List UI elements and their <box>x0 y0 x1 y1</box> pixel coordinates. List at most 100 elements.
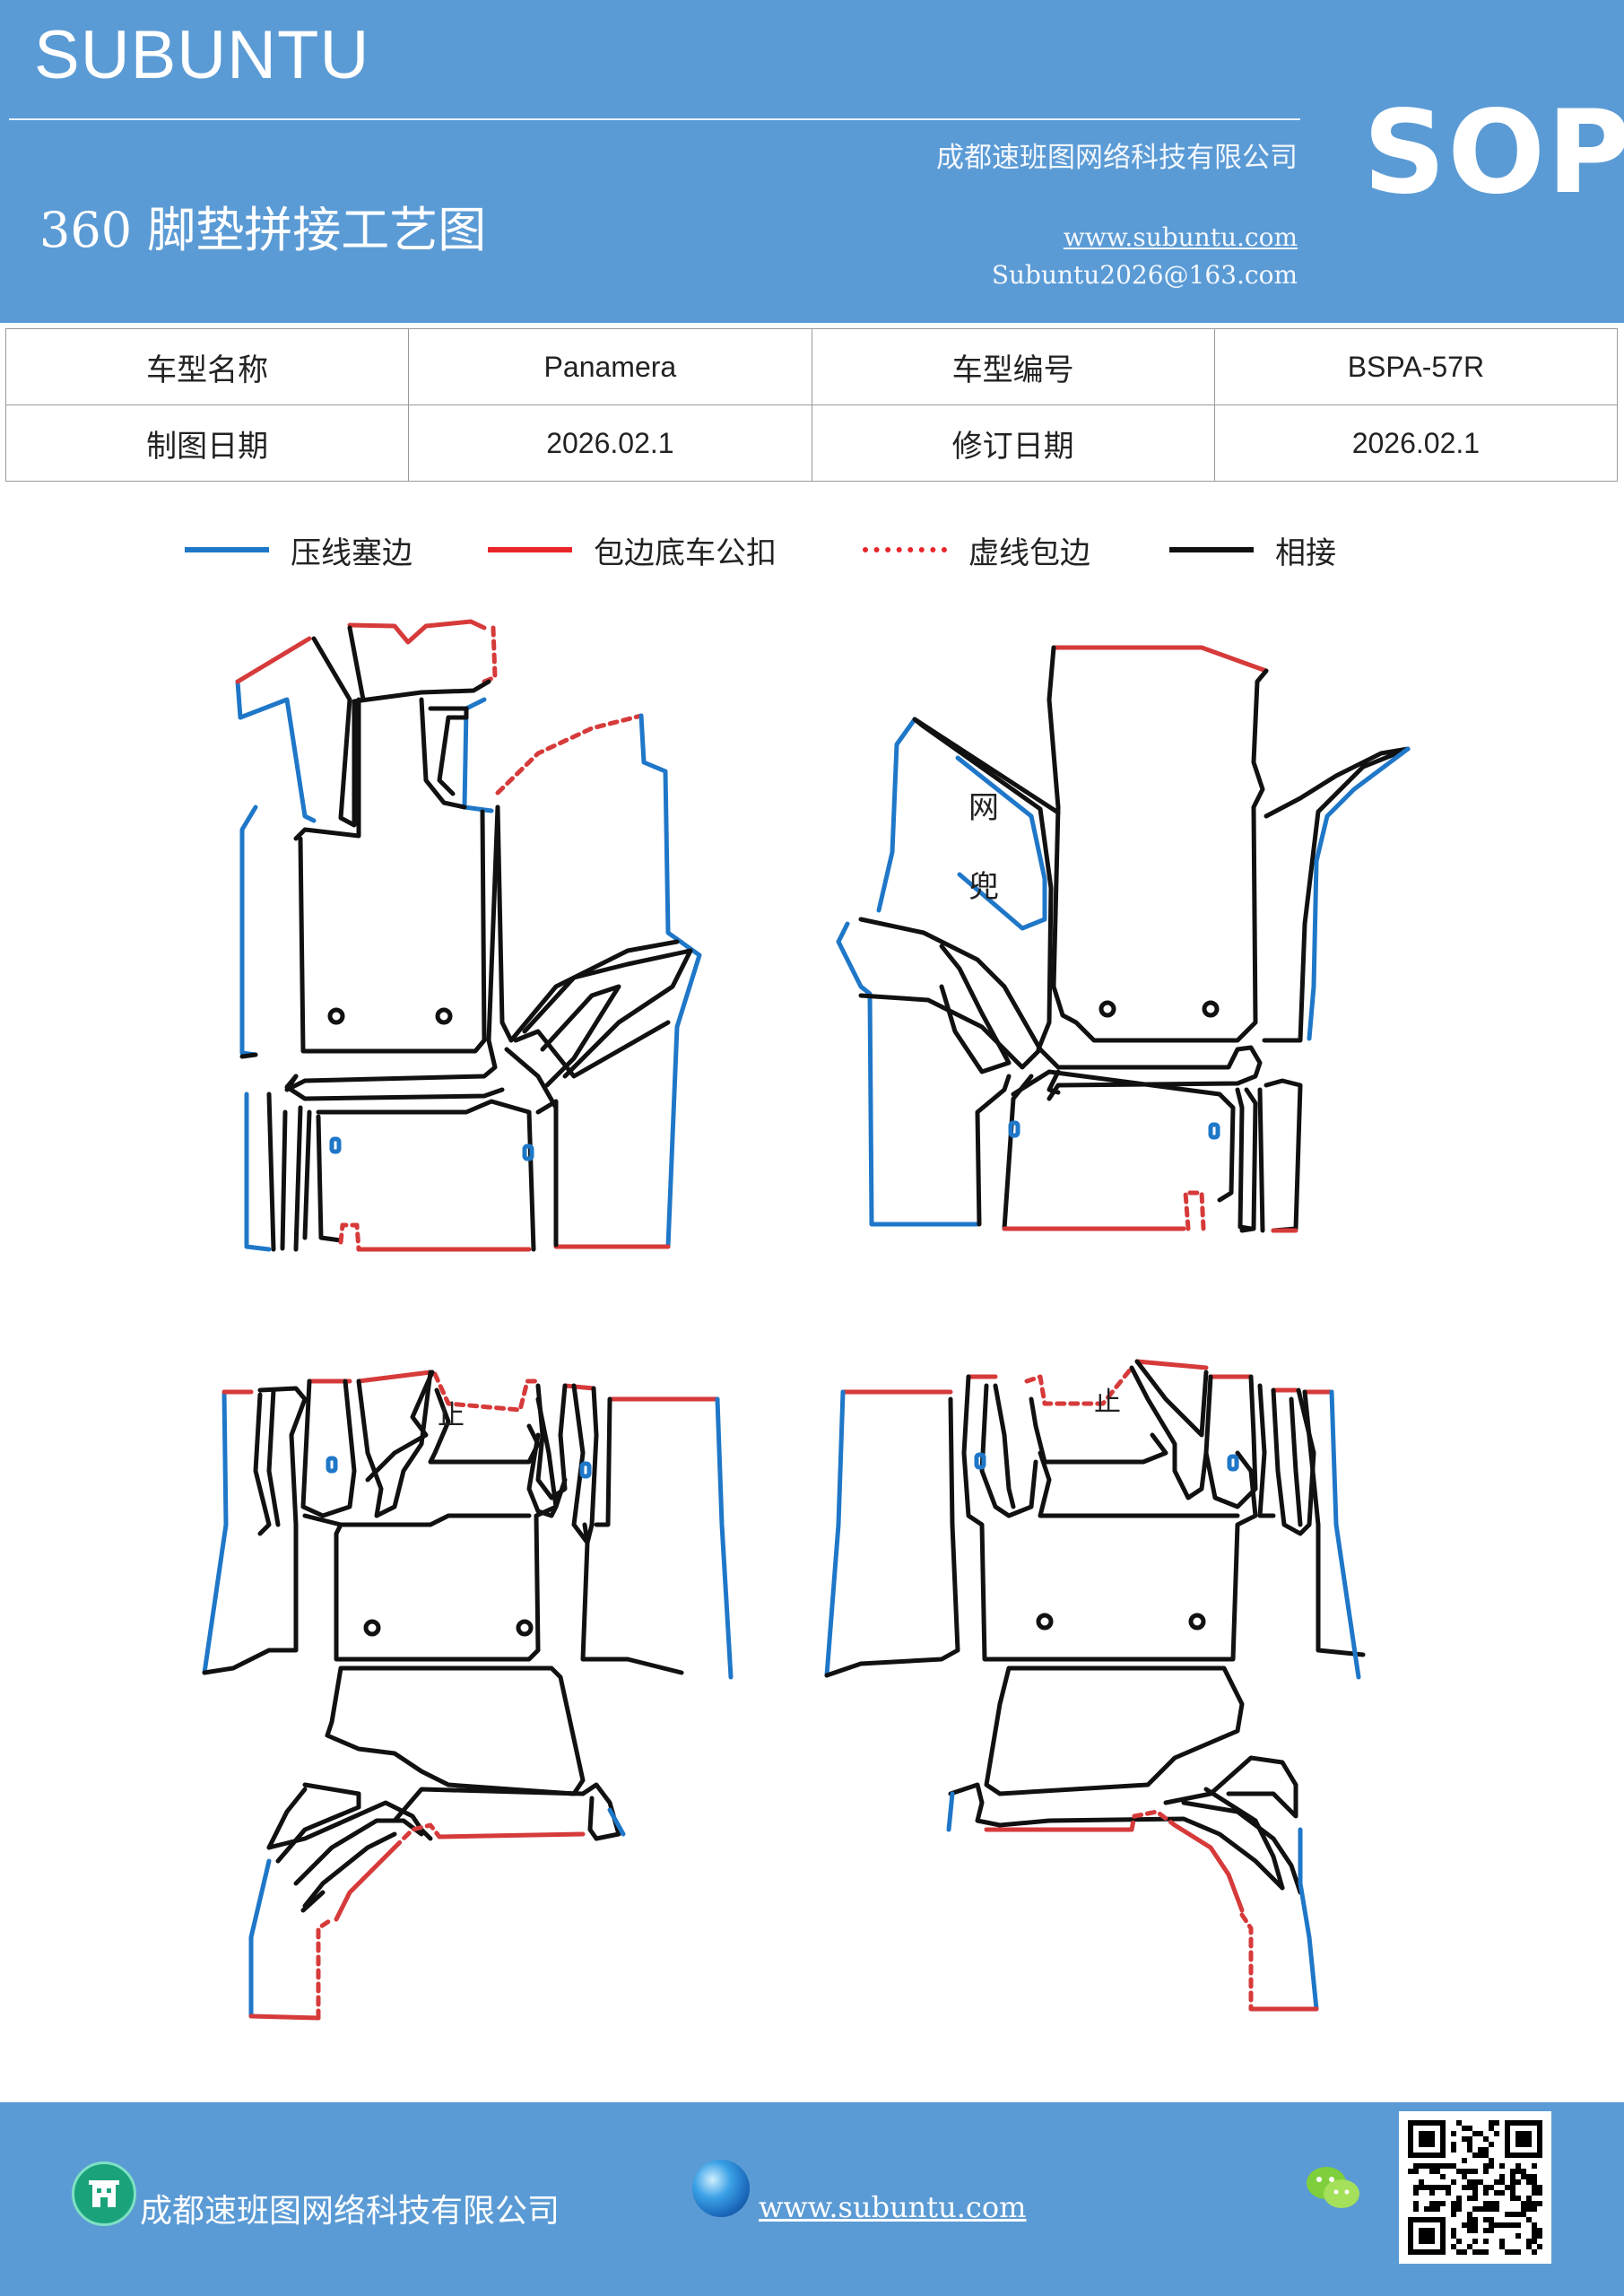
header-banner: SUBUNTU 360 脚垫拼接工艺图 成都速班图网络科技有限公司 www.su… <box>0 0 1624 323</box>
footer-website-link[interactable]: www.subuntu.com <box>759 2190 1027 2224</box>
seam-black <box>495 804 680 1043</box>
edge-red <box>356 1370 433 1384</box>
edge-blue <box>1298 1827 1319 2012</box>
model-name-value: Panamera <box>408 328 812 405</box>
seam-black <box>1262 746 1411 1043</box>
seam-black <box>939 944 1012 1074</box>
clip-slot <box>522 1144 534 1161</box>
legend-label: 虚线包边 <box>968 535 1090 571</box>
clip-slot <box>1227 1454 1239 1472</box>
mounting-hole <box>363 1619 381 1637</box>
legend-swatch <box>185 547 269 552</box>
header-company: 成都速班图网络科技有限公司 <box>936 142 1298 174</box>
building-icon <box>72 2161 136 2226</box>
edge-blue <box>824 1389 846 1678</box>
net-pocket-label: 兜 <box>968 869 999 905</box>
mounting-hole <box>1188 1613 1206 1631</box>
seam-black <box>311 636 491 828</box>
edge-red <box>437 1831 586 1839</box>
seam-black <box>587 1796 599 1841</box>
edge-red-dotted <box>1239 1912 1254 2012</box>
mat-rear-right <box>824 1359 1366 2012</box>
seam-black <box>1129 1365 1209 1500</box>
table-row: 制图日期 2026.02.1 修订日期 2026.02.1 <box>4 404 1619 482</box>
mat-front-right <box>836 645 1411 1233</box>
model-code-value: BSPA-57R <box>1213 328 1619 405</box>
edge-blue <box>836 921 980 1227</box>
mat-front-left <box>235 619 702 1252</box>
seam-black <box>504 1047 559 1248</box>
seam-black <box>300 1890 326 1913</box>
seam-black <box>275 1782 361 1864</box>
mounting-hole <box>516 1619 534 1637</box>
clip-slot <box>326 1456 338 1474</box>
mounting-hole <box>1099 1000 1116 1018</box>
edge-blue <box>235 679 317 823</box>
edge-red-dotted <box>338 1222 361 1252</box>
legend-label: 相接 <box>1275 535 1336 571</box>
legend-swatch <box>863 547 947 552</box>
seam-black <box>392 1782 621 1841</box>
seam-black <box>284 1074 505 1101</box>
seam-black <box>300 1378 357 1518</box>
seam-black <box>298 809 487 1054</box>
globe-icon <box>692 2160 750 2217</box>
seam-black <box>1257 1087 1265 1233</box>
seam-black <box>1046 645 1269 1043</box>
seam-black <box>202 1386 308 1675</box>
edge-red <box>235 636 312 684</box>
seam-black <box>1046 1069 1061 1095</box>
seam-black <box>316 1114 343 1243</box>
seam-black <box>316 1099 536 1252</box>
edge-red <box>562 1383 596 1391</box>
vehicle-info-table: 车型名称 Panamera 车型编号 BSPA-57R 制图日期 2026.02… <box>4 328 1619 482</box>
seam-black <box>1257 1383 1276 1518</box>
legend-swatch <box>1169 547 1254 552</box>
header-divider <box>9 118 1300 120</box>
model-name-label: 车型名称 <box>4 328 410 405</box>
seam-black <box>266 1787 308 1850</box>
seam-black <box>1271 1387 1316 1536</box>
wechat-icon[interactable] <box>1302 2161 1365 2215</box>
edge-red <box>248 2013 321 2021</box>
seam-black <box>540 984 621 1088</box>
seam-black <box>1239 1087 1258 1233</box>
page-title: 360 脚垫拼接工艺图 <box>39 202 487 258</box>
mounting-hole <box>435 1007 453 1025</box>
edge-red-dotted <box>1183 1190 1206 1231</box>
legend-swatch <box>488 547 572 552</box>
clip-slot <box>579 1461 592 1479</box>
seam-black <box>302 1109 312 1240</box>
edge-red-dotted <box>1024 1365 1134 1406</box>
edge-red <box>1172 1822 1245 1913</box>
mat-rear-left <box>202 1370 734 2021</box>
seam-black <box>912 717 1054 1052</box>
edge-red-dotted <box>482 625 498 684</box>
seam-black <box>428 706 469 796</box>
seam-black <box>1302 1389 1366 1657</box>
edge-blue <box>239 804 258 1057</box>
legend-item-black: 相接 <box>1169 527 1336 572</box>
clip-slot <box>974 1452 986 1470</box>
seam-black <box>1002 1074 1034 1231</box>
seam-black <box>302 1831 397 1909</box>
edge-blue <box>946 1791 955 1832</box>
header-email[interactable]: Subuntu2026@163.com <box>991 260 1298 290</box>
edge-blue <box>607 1807 626 1837</box>
legend-label: 压线塞边 <box>291 535 413 571</box>
seam-black <box>284 804 500 1092</box>
edge-red <box>347 619 487 645</box>
seam-black <box>253 1392 272 1536</box>
header-website-link[interactable]: www.subuntu.com <box>1063 222 1298 252</box>
clip-slot <box>1208 1122 1220 1140</box>
qr-code[interactable] <box>1399 2111 1551 2264</box>
seam-black <box>1038 1450 1240 1518</box>
seam-black <box>347 625 366 702</box>
seam-black <box>513 1020 671 1079</box>
seam-black <box>1235 1087 1254 1231</box>
seam-black <box>858 917 1043 1070</box>
seam-black <box>535 1099 559 1115</box>
seam-black <box>993 1383 1016 1509</box>
legend-item-red: 包边底车公扣 <box>488 527 777 572</box>
